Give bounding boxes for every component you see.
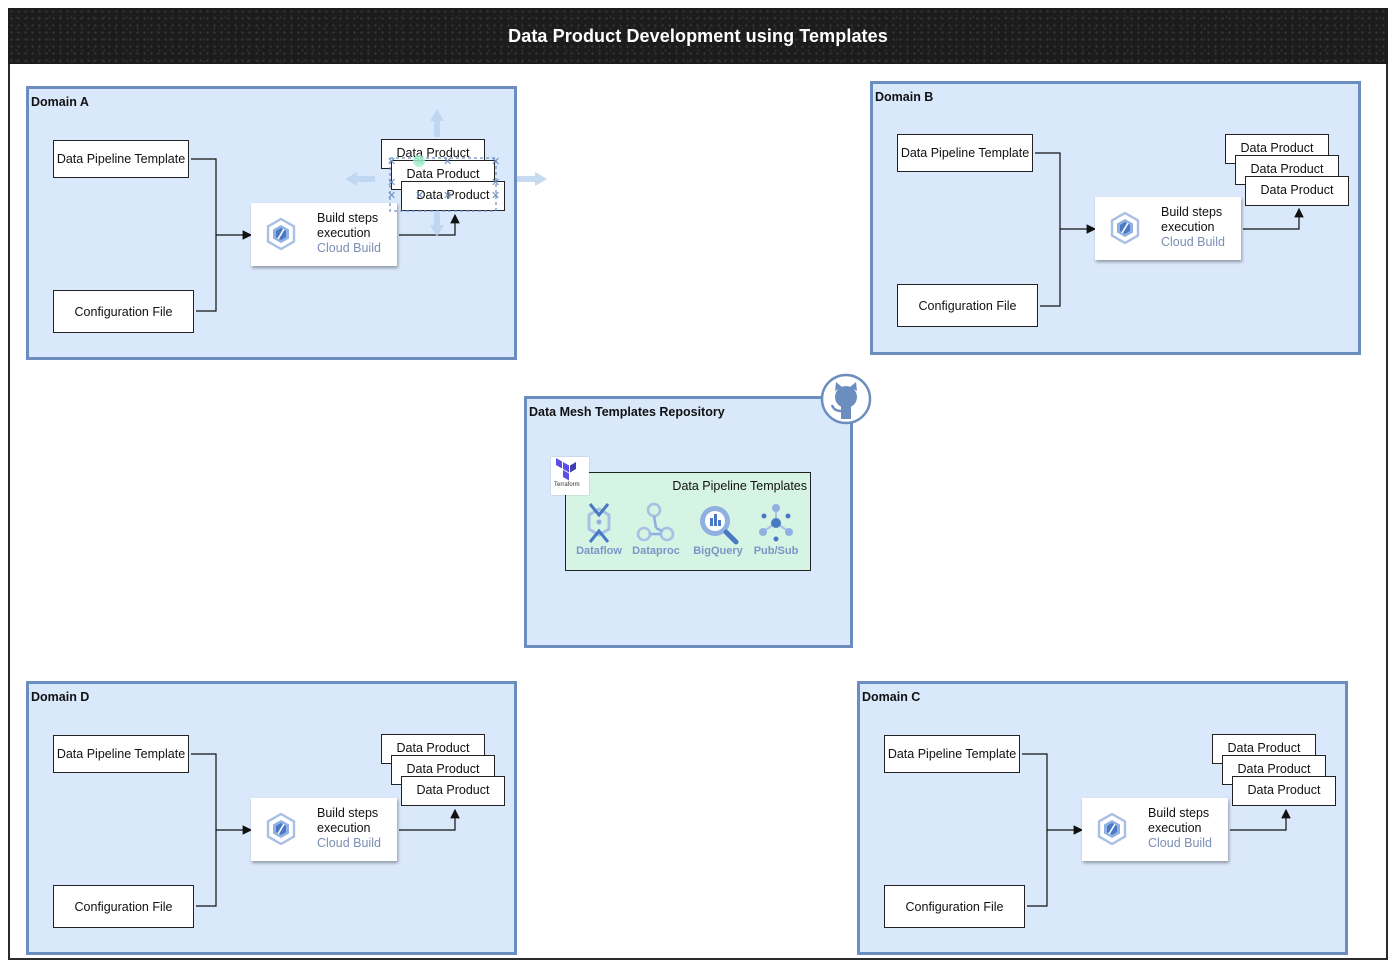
pipeline-template-box[interactable]: Data Pipeline Template	[53, 140, 189, 178]
domain-b[interactable]: Domain B Data Pipeline Template Configur…	[870, 81, 1361, 355]
terraform-label: Terraform	[554, 482, 580, 488]
svg-text:✕: ✕	[387, 190, 396, 202]
repository-title: Data Mesh Templates Repository	[529, 405, 725, 419]
configuration-file-box[interactable]: Configuration File	[53, 290, 194, 333]
pipeline-template-box[interactable]: Data Pipeline Template	[53, 735, 189, 773]
dataflow-service[interactable]: Dataflow	[569, 501, 629, 557]
cloud-build-icon	[266, 813, 296, 845]
domain-c[interactable]: Domain C Data Pipeline Template Configur…	[857, 681, 1348, 955]
configuration-file-box[interactable]: Configuration File	[53, 885, 194, 928]
domain-a-title: Domain A	[31, 95, 89, 109]
data-product-box[interactable]: Data Product	[1245, 176, 1349, 206]
dataflow-label: Dataflow	[576, 545, 622, 557]
dataflow-icon	[587, 503, 611, 543]
templates-repository[interactable]: Data Mesh Templates Repository Data Pipe…	[524, 396, 853, 648]
pubsub-label: Pub/Sub	[753, 545, 799, 557]
domain-d[interactable]: Domain D Data Pipeline Template Configur…	[26, 681, 517, 955]
dataproc-label: Dataproc	[632, 545, 680, 557]
configuration-file-box[interactable]: Configuration File	[884, 885, 1025, 928]
cloud-build-label: Cloud Build	[317, 836, 381, 850]
domain-a[interactable]: Domain A Data Pipeline Template Configur…	[26, 86, 547, 360]
dataproc-icon	[636, 502, 675, 542]
pipeline-templates-group[interactable]: Data Pipeline Templates Dataflow Datapro…	[565, 472, 811, 571]
terraform-icon	[556, 458, 576, 481]
domain-c-title: Domain C	[862, 690, 921, 704]
cloud-build-label: Cloud Build	[317, 241, 381, 255]
domain-b-title: Domain B	[875, 90, 934, 104]
bigquery-icon	[700, 506, 739, 545]
configuration-file-box[interactable]: Configuration File	[897, 284, 1038, 327]
pipeline-template-box[interactable]: Data Pipeline Template	[897, 134, 1033, 172]
data-product-box[interactable]: Data Product	[1232, 776, 1336, 806]
data-product-box[interactable]: Data Product	[401, 181, 505, 211]
bigquery-service[interactable]: BigQuery	[688, 501, 748, 557]
cloud-build-label: Cloud Build	[1148, 836, 1212, 850]
cloud-build-icon	[1110, 212, 1140, 244]
domain-d-title: Domain D	[31, 690, 90, 704]
data-product-box[interactable]: Data Product	[401, 776, 505, 806]
cloud-build-label: Cloud Build	[1161, 235, 1225, 249]
pipeline-templates-title: Data Pipeline Templates	[672, 479, 807, 493]
diagram-title: Data Product Development using Templates	[8, 8, 1388, 64]
github-icon[interactable]	[820, 373, 872, 425]
cloud-build-icon	[1097, 813, 1127, 845]
pubsub-icon	[759, 504, 793, 542]
pipeline-template-box[interactable]: Data Pipeline Template	[884, 735, 1020, 773]
pubsub-service[interactable]: Pub/Sub	[746, 501, 806, 557]
cloud-build-icon	[266, 218, 296, 250]
terraform-logo: Terraform	[551, 457, 589, 495]
dataproc-service[interactable]: Dataproc	[626, 501, 686, 557]
bigquery-label: BigQuery	[693, 545, 743, 557]
